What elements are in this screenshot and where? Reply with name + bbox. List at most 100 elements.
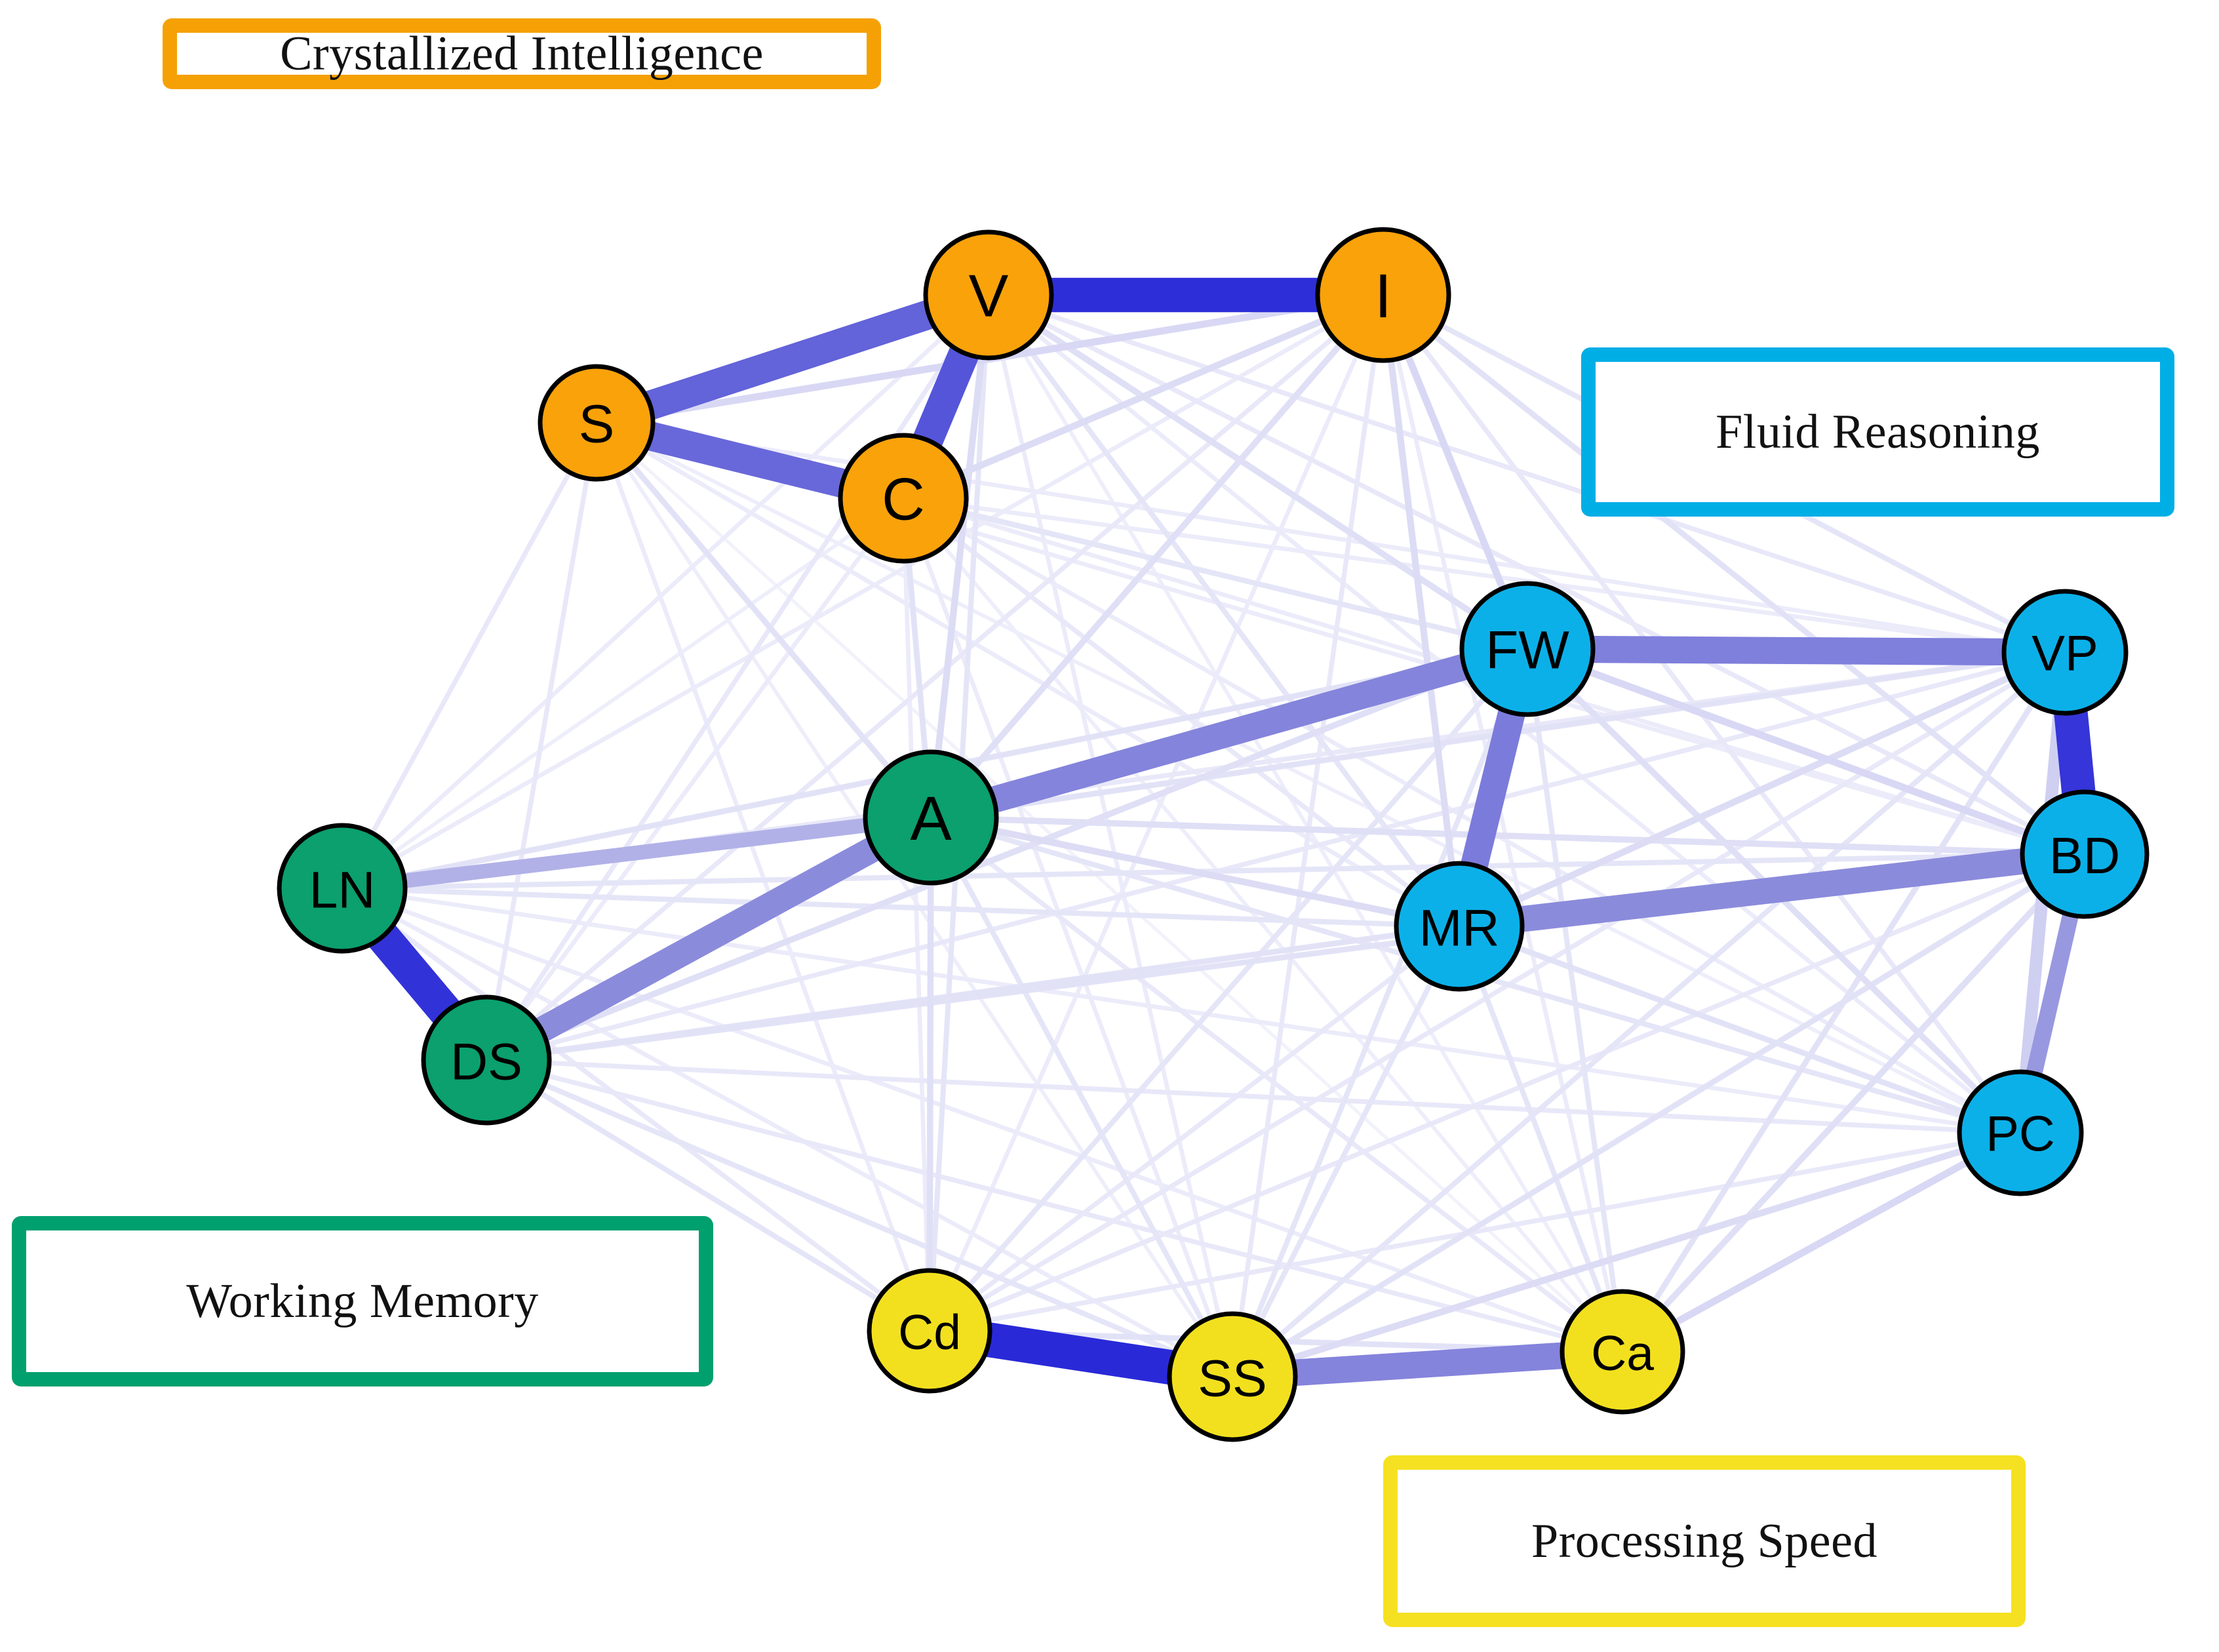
legend-label-crystallized: Crystallized Intelligence: [280, 26, 764, 81]
node-circle-LN[interactable]: [277, 823, 408, 954]
edge-A-FW: [927, 636, 1531, 831]
edge-VP-Cd: [928, 650, 2066, 1333]
node-LN[interactable]: LN: [277, 823, 408, 954]
edge-BD-SS: [1230, 852, 2087, 1379]
node-circle-I[interactable]: [1315, 227, 1451, 363]
edge-PC-SS: [1231, 1130, 2022, 1380]
edge-V-Ca: [987, 294, 1624, 1353]
edge-C-MR: [901, 496, 1461, 928]
node-Cd[interactable]: Cd: [867, 1268, 992, 1394]
edge-BD-Cd: [928, 852, 2086, 1333]
node-circle-BD[interactable]: [2020, 789, 2150, 919]
edge-A-Cd: [926, 817, 934, 1331]
node-Ca[interactable]: Ca: [1560, 1289, 1685, 1415]
edge-I-LN: [341, 293, 1384, 890]
edge-A-Ca: [929, 816, 1624, 1354]
node-circle-A[interactable]: [863, 749, 999, 886]
edge-MR-BD: [1457, 841, 2087, 939]
node-circle-VP[interactable]: [2001, 589, 2129, 716]
edge-MR-Cd: [928, 924, 1461, 1333]
edge-C-I: [902, 292, 1384, 502]
edge-FW-SS: [1230, 648, 1530, 1378]
node-VP[interactable]: VP: [2001, 589, 2129, 716]
edge-I-A: [928, 292, 1386, 820]
node-circle-SS[interactable]: [1167, 1311, 1298, 1442]
edge-S-V: [592, 281, 993, 437]
node-circle-Cd[interactable]: [867, 1268, 992, 1394]
edge-DS-Cd: [484, 1057, 932, 1333]
edge-MR-Ca: [1457, 925, 1625, 1353]
edge-A-DS: [480, 806, 937, 1072]
edge-DS-Ca: [486, 1057, 1623, 1354]
edge-BD-Ca: [1620, 852, 2087, 1354]
edge-DS-VP: [486, 650, 2066, 1063]
edge-DS-SS: [485, 1057, 1234, 1379]
edge-FW-Cd: [927, 647, 1530, 1333]
edge-LN-BD: [342, 851, 2085, 892]
node-FW[interactable]: FW: [1459, 581, 1596, 717]
edge-VP-SS: [1230, 650, 2067, 1379]
node-circle-S[interactable]: [538, 364, 656, 482]
edge-S-PC: [595, 421, 2022, 1135]
edge-S-A: [594, 421, 933, 819]
legend-working-memory: Working Memory: [12, 1216, 713, 1386]
node-circle-DS[interactable]: [421, 994, 552, 1126]
legend-label-working-memory: Working Memory: [186, 1274, 539, 1328]
edge-FW-VP: [1527, 635, 2066, 666]
edge-DS-FW: [485, 646, 1529, 1063]
edge-LN-SS: [341, 886, 1234, 1379]
edge-A-LN: [341, 810, 932, 896]
node-PC[interactable]: PC: [1957, 1069, 2084, 1196]
edge-A-MR: [930, 814, 1461, 930]
edge-MR-SS: [1230, 925, 1462, 1378]
edge-S-MR: [595, 421, 1461, 928]
legend-fluid-reasoning: Fluid Reasoning: [1581, 347, 2174, 517]
node-S[interactable]: S: [538, 364, 656, 482]
edge-V-LN: [340, 293, 991, 890]
node-circle-MR[interactable]: [1394, 861, 1525, 992]
edge-LN-Ca: [341, 886, 1624, 1354]
legend-crystallized-intelligence: Crystallized Intelligence: [163, 18, 881, 89]
node-circle-Ca[interactable]: [1560, 1289, 1685, 1415]
legend-label-processing-speed: Processing Speed: [1531, 1514, 1877, 1568]
edge-I-Ca: [1381, 294, 1625, 1352]
edge-S-Ca: [595, 422, 1624, 1353]
node-circle-FW[interactable]: [1459, 581, 1596, 717]
node-A[interactable]: A: [863, 749, 999, 886]
edge-PC-Ca: [1620, 1130, 2022, 1355]
node-C[interactable]: C: [838, 433, 969, 564]
node-V[interactable]: V: [923, 229, 1054, 361]
edge-V-FW: [987, 292, 1529, 652]
legend-processing-speed: Processing Speed: [1383, 1455, 2026, 1627]
edge-FW-Ca: [1525, 648, 1625, 1352]
edge-I-Cd: [927, 294, 1386, 1332]
edge-S-VP: [596, 420, 2066, 655]
edge-MR-VP: [1457, 649, 2067, 930]
node-BD[interactable]: BD: [2020, 789, 2150, 919]
edge-I-BD: [1381, 292, 2087, 857]
edge-DS-PC: [486, 1057, 2021, 1135]
edge-FW-BD: [1526, 645, 2086, 858]
edge-C-VP: [903, 496, 2066, 655]
edge-V-DS: [484, 293, 991, 1062]
node-DS[interactable]: DS: [421, 994, 552, 1126]
edge-V-A: [927, 294, 992, 818]
node-circle-V[interactable]: [923, 229, 1054, 361]
edge-C-Cd: [901, 498, 932, 1331]
legend-label-fluid: Fluid Reasoning: [1716, 404, 2040, 459]
edge-LN-Cd: [340, 886, 932, 1333]
node-circle-PC[interactable]: [1957, 1069, 2084, 1196]
node-MR[interactable]: MR: [1394, 861, 1525, 992]
edge-I-MR: [1379, 294, 1463, 927]
node-SS[interactable]: SS: [1167, 1311, 1298, 1442]
edge-S-DS: [484, 422, 599, 1061]
edge-MR-PC: [1458, 923, 2022, 1136]
node-I[interactable]: I: [1315, 227, 1451, 363]
edge-V-VP: [987, 292, 2066, 655]
edge-PC-Cd: [929, 1130, 2021, 1333]
node-circle-C[interactable]: [838, 433, 969, 564]
edge-V-MR: [986, 293, 1462, 928]
edge-A-BD: [930, 814, 2085, 857]
